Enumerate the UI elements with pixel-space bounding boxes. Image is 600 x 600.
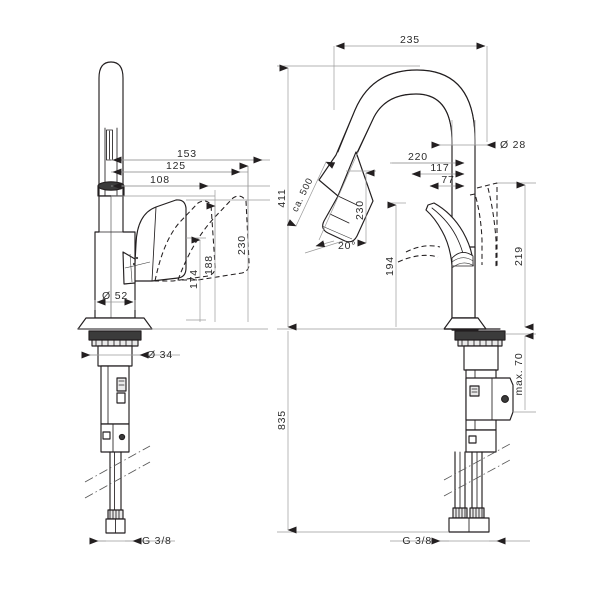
mounting-assembly [88, 330, 142, 453]
dim-line-angle-20 [315, 240, 335, 248]
dim-label-220: 220 [408, 151, 428, 163]
break-lines-right [443, 443, 511, 497]
dim-label-117: 117 [430, 162, 449, 174]
handle-position-mid [154, 200, 216, 282]
dim-label-230-left: 230 [236, 235, 248, 255]
dim-label-235: 235 [400, 34, 420, 46]
dimensions-left-view: 153 125 108 174 188 230 Ø 52 Ø 3 [78, 148, 270, 547]
dim-label-angle-20: 20° [338, 240, 356, 252]
dim-label-108: 108 [150, 174, 170, 186]
supply-hoses [105, 451, 126, 534]
mounting-assembly-right [454, 330, 514, 453]
handle-position-down-a [405, 245, 441, 253]
left-view-front-elevation: 153 125 108 174 188 230 Ø 52 Ø 3 [77, 61, 270, 547]
lever-handle-side [397, 182, 498, 269]
handle-hub [122, 251, 136, 285]
lever-handle [122, 195, 250, 285]
handle-position-down-b [397, 254, 439, 263]
handle-position-up-a [469, 193, 483, 265]
dim-label-230-right: 230 [354, 200, 366, 220]
dim-label-diameter-34: Ø 34 [147, 349, 173, 361]
dim-label-835: 835 [276, 410, 288, 430]
handle-position-up-b [487, 187, 497, 268]
dim-label-174: 174 [188, 269, 200, 289]
dim-label-153: 153 [177, 148, 197, 160]
handle-position-open [177, 195, 250, 281]
dim-label-g38-right: G 3/8 [402, 535, 432, 547]
dim-label-411: 411 [276, 188, 288, 207]
dim-label-219: 219 [513, 246, 525, 266]
dim-label-diameter-28: Ø 28 [500, 139, 526, 151]
gooseneck-spout [318, 69, 476, 331]
dim-label-188: 188 [203, 255, 215, 275]
dim-label-125: 125 [166, 160, 186, 172]
escutcheon-flange [77, 317, 153, 330]
break-lines-left [84, 445, 151, 499]
dim-line-ca-500 [286, 161, 336, 227]
dim-label-77: 77 [441, 174, 454, 186]
supply-hoses-right [448, 451, 490, 533]
escutcheon-flange-right [443, 317, 501, 330]
dim-label-max-70: max. 70 [513, 353, 525, 396]
dim-label-diameter-52: Ø 52 [102, 290, 128, 302]
dim-label-194: 194 [384, 256, 396, 276]
spray-head-assembly [97, 61, 125, 197]
dim-label-g38-left: G 3/8 [142, 535, 172, 547]
